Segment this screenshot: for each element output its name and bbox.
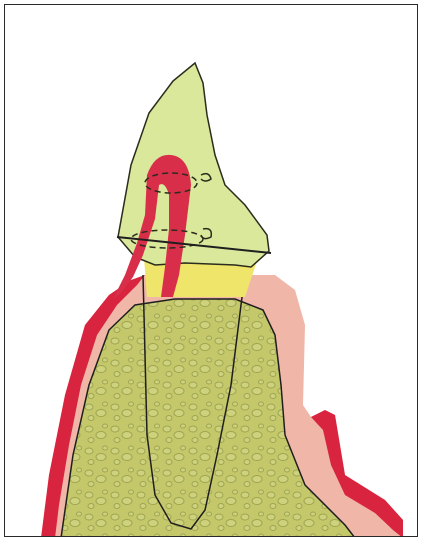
figure-frame xyxy=(4,4,418,537)
tooth-illustration xyxy=(5,5,418,537)
